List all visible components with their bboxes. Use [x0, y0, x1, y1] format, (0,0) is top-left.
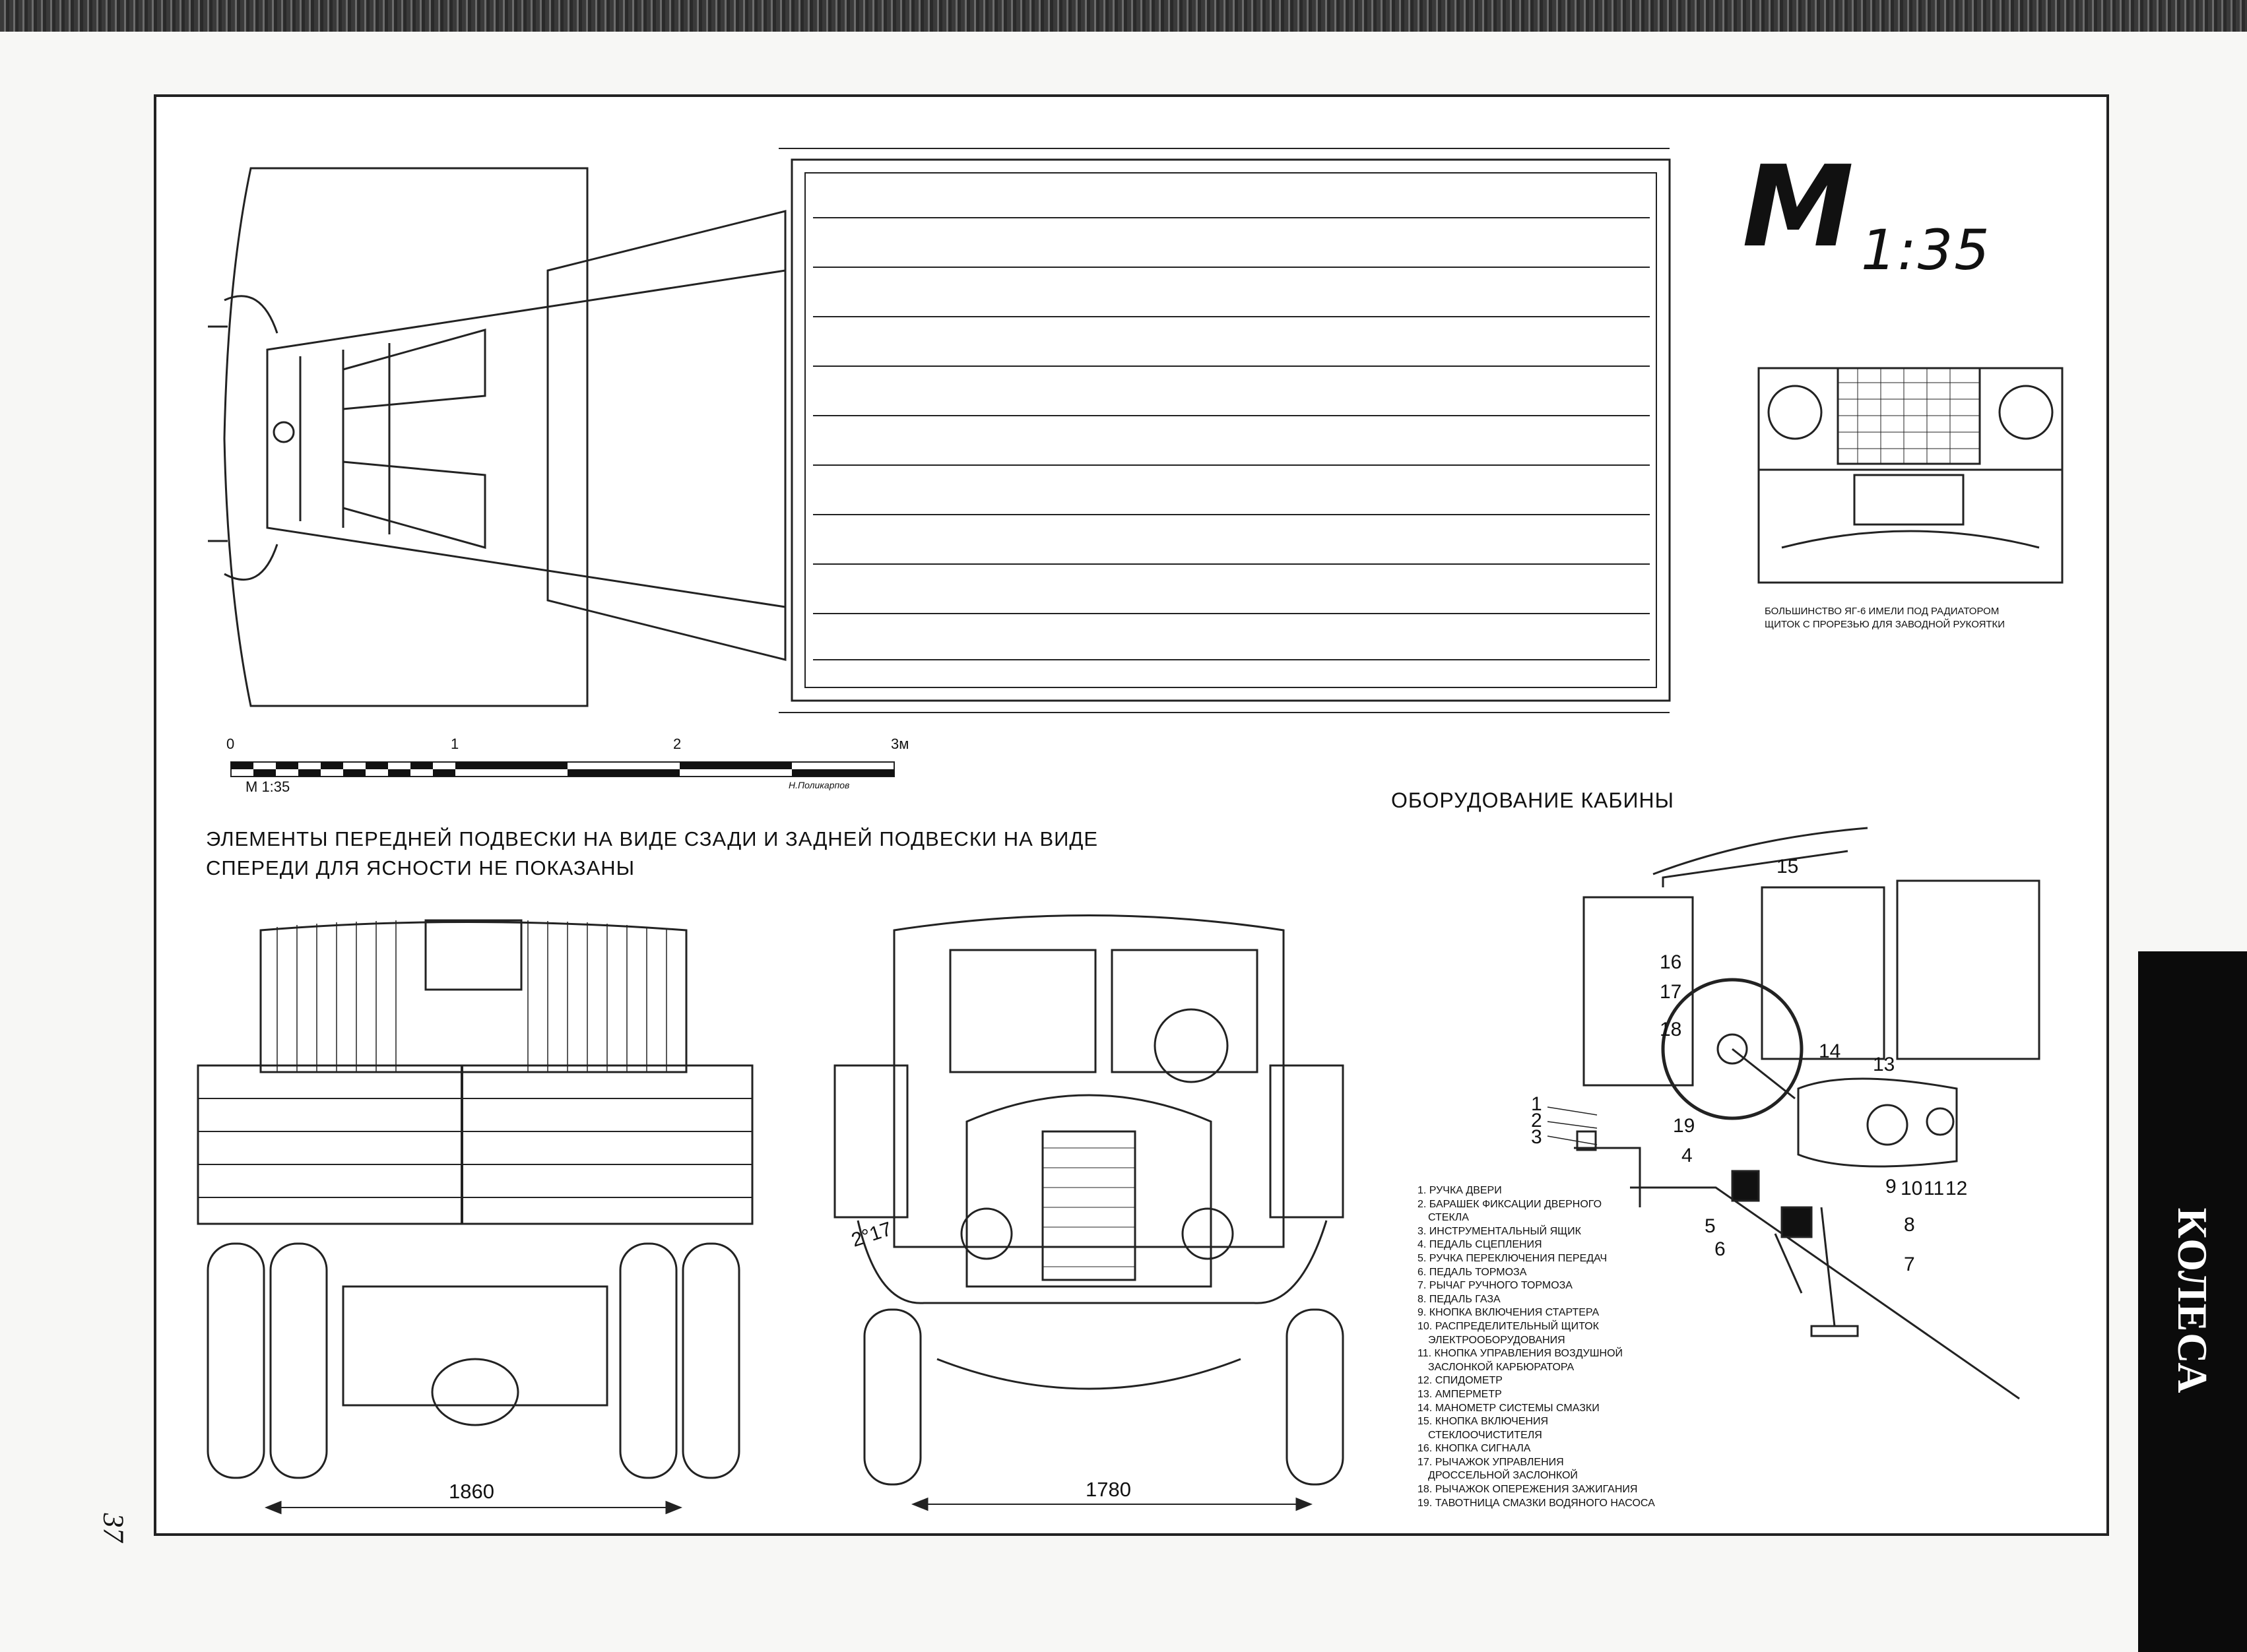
legend-item: 10. РАСПРЕДЕЛИТЕЛЬНЫЙ ЩИТОК: [1417, 1320, 1599, 1332]
legend-item: 4. ПЕДАЛЬ СЦЕПЛЕНИЯ: [1417, 1239, 1542, 1251]
callout-15: 15: [1776, 856, 1799, 877]
legend-item: 15. КНОПКА ВКЛЮЧЕНИЯ: [1417, 1416, 1549, 1428]
scale-label: М 1:35: [245, 778, 290, 795]
legend-item: СТЕКЛА: [1428, 1212, 1469, 1224]
rear-track-dimension: 1860: [449, 1480, 494, 1503]
truck-rear-view: [197, 919, 754, 1515]
legend-item: 17. РЫЧАЖОК УПРАВЛЕНИЯ: [1417, 1456, 1564, 1468]
scale-bar: [230, 761, 895, 777]
truck-top-view: [208, 148, 1671, 713]
legend-item: 9. КНОПКА ВКЛЮЧЕНИЯ СТАРТЕРА: [1417, 1307, 1600, 1319]
author-signature: Н.Поликарпов: [789, 780, 850, 790]
legend-item: 3. ИНСТРУМЕНТАЛЬНЫЙ ЯЩИК: [1417, 1225, 1581, 1237]
legend-item: 19. ТАВОТНИЦА СМАЗКИ ВОДЯНОГО НАСОСА: [1417, 1497, 1655, 1509]
truck-front-view: [833, 914, 1344, 1511]
inset-caption-line-1: БОЛЬШИНСТВО ЯГ-6 ИМЕЛИ ПОД РАДИАТОРОМ: [1765, 606, 2000, 617]
legend-item: 2. БАРАШЕК ФИКСАЦИИ ДВЕРНОГО: [1417, 1198, 1602, 1210]
scale-tick-2: 2: [673, 736, 682, 752]
note-line-2: СПЕРЕДИ ДЛЯ ЯСНОСТИ НЕ ПОКАЗАНЫ: [206, 856, 635, 879]
section-side-tab: КОЛЕСА: [2138, 951, 2247, 1652]
legend-item: ЗАСЛОНКОЙ КАРБЮРАТОРА: [1428, 1361, 1575, 1373]
callout-13: 13: [1873, 1054, 1895, 1075]
callout-11: 11: [1924, 1178, 1945, 1199]
front-track-dimension: 1780: [1086, 1478, 1131, 1501]
callout-14: 14: [1819, 1040, 1841, 1062]
legend-item: 11. КНОПКА УПРАВЛЕНИЯ ВОЗДУШНОЙ: [1417, 1348, 1623, 1360]
scale-tick-3: 3м: [891, 736, 909, 752]
legend-item: 12. СПИДОМЕТР: [1417, 1375, 1503, 1387]
radiator-inset: [1757, 367, 2064, 584]
cab-interior-drawing: [1574, 827, 2040, 1400]
legend-item: СТЕКЛООЧИСТИТЕЛЯ: [1428, 1429, 1542, 1441]
callout-6: 6: [1714, 1238, 1726, 1260]
legend-item: 6. ПЕДАЛЬ ТОРМОЗА: [1417, 1266, 1527, 1278]
callout-9: 9: [1885, 1176, 1897, 1197]
logo-scale-text: 1:35: [1861, 218, 1991, 282]
page-number: 37: [97, 1513, 130, 1542]
callout-8: 8: [1904, 1214, 1915, 1236]
legend-item: ДРОССЕЛЬНОЙ ЗАСЛОНКОЙ: [1428, 1470, 1578, 1482]
legend-item: 7. РЫЧАГ РУЧНОГО ТОРМОЗА: [1417, 1280, 1573, 1292]
callout-leaders: [1547, 1106, 1598, 1145]
scale-tick-1: 1: [451, 736, 459, 752]
inset-caption-line-2: ЩИТОК С ПРОРЕЗЬЮ ДЛЯ ЗАВОДНОЙ РУКОЯТКИ: [1765, 619, 2005, 630]
legend-item: 5. РУЧКА ПЕРЕКЛЮЧЕНИЯ ПЕРЕДАЧ: [1417, 1252, 1608, 1264]
legend-item: 14. МАНОМЕТР СИСТЕМЫ СМАЗКИ: [1417, 1402, 1600, 1414]
callout-3: 3: [1531, 1126, 1542, 1148]
legend-item: 16. КНОПКА СИГНАЛА: [1417, 1443, 1531, 1455]
callout-18: 18: [1660, 1019, 1682, 1040]
drawing-frame: [154, 94, 2109, 1536]
callout-5: 5: [1705, 1215, 1716, 1237]
callout-1: 1: [1531, 1093, 1542, 1115]
scale-tick-0: 0: [226, 736, 235, 752]
callout-17: 17: [1660, 981, 1682, 1003]
logo-mark: M: [1742, 142, 1856, 272]
legend-item: ЭЛЕКТРООБОРУДОВАНИЯ: [1428, 1334, 1565, 1346]
callout-12: 12: [1945, 1178, 1968, 1199]
cab-equipment-legend: 1. РУЧКА ДВЕРИ 2. БАРАШЕК ФИКСАЦИИ ДВЕРН…: [1417, 1184, 1734, 1510]
section-title: КОЛЕСА: [2169, 1207, 2216, 1395]
legend-item: 1. РУЧКА ДВЕРИ: [1417, 1185, 1502, 1196]
callout-19: 19: [1673, 1115, 1695, 1137]
legend-item: 8. ПЕДАЛЬ ГАЗА: [1417, 1293, 1501, 1305]
callout-10: 10: [1901, 1178, 1923, 1199]
callout-4: 4: [1681, 1145, 1693, 1166]
callout-7: 7: [1904, 1254, 1915, 1275]
cab-equipment-heading: ОБОРУДОВАНИЕ КАБИНЫ: [1391, 788, 1674, 812]
note-line-1: ЭЛЕМЕНТЫ ПЕРЕДНЕЙ ПОДВЕСКИ НА ВИДЕ СЗАДИ…: [206, 827, 1099, 850]
legend-item: 18. РЫЧАЖОК ОПЕРЕЖЕНИЯ ЗАЖИГАНИЯ: [1417, 1484, 1638, 1496]
legend-item: 13. АМПЕРМЕТР: [1417, 1388, 1502, 1400]
scale-logo: M 1:35: [1742, 142, 1991, 282]
callout-16: 16: [1660, 951, 1682, 973]
scan-top-edge: [0, 0, 2247, 32]
callout-2: 2: [1531, 1110, 1542, 1131]
